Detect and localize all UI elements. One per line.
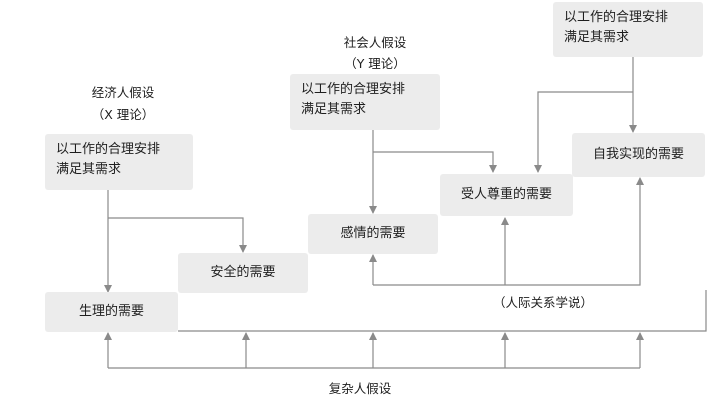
complex-man-label: 复杂人假设 <box>328 381 392 396</box>
need-esteem: 受人尊重的需要 <box>440 174 573 216</box>
strategy-box-economic: 以工作的合理安排 满足其需求 <box>45 134 193 190</box>
y-theory-subtitle: （Y 理论） <box>344 56 406 71</box>
strategy-box-social: 以工作的合理安排 满足其需求 <box>290 74 440 130</box>
x-theory-subtitle: （X 理论） <box>91 107 155 122</box>
arrow-hr-to-self-actualization <box>373 177 644 286</box>
arrow-y-to-esteem <box>373 151 497 173</box>
need-safety: 安全的需要 <box>178 253 308 293</box>
economic-man-title: 经济人假设 <box>91 85 155 100</box>
strategy-box-self-actualizing: 以工作的合理安排 满足其需求 <box>553 2 703 57</box>
strategy-self-actualizing-line1: 以工作的合理安排 <box>564 10 669 25</box>
need-physiological: 生理的需要 <box>45 292 178 332</box>
strategy-economic-line1: 以工作的合理安排 <box>56 142 161 157</box>
human-relations-label: （人际关系学说） <box>492 295 593 310</box>
need-affection: 感情的需要 <box>308 214 438 254</box>
social-man-title: 社会人假设 <box>343 35 407 50</box>
strategy-social-line1: 以工作的合理安排 <box>301 82 406 97</box>
strategy-economic-line2: 满足其需求 <box>56 162 122 177</box>
arrow-sa-to-esteem <box>534 91 633 173</box>
strategy-social-line2: 满足其需求 <box>301 102 367 117</box>
connector-physiological-right <box>178 290 707 332</box>
need-self-actualization: 自我实现的需要 <box>572 133 705 177</box>
arrow-x-to-safety <box>108 217 247 253</box>
strategy-self-actualizing-line2: 满足其需求 <box>564 30 630 45</box>
